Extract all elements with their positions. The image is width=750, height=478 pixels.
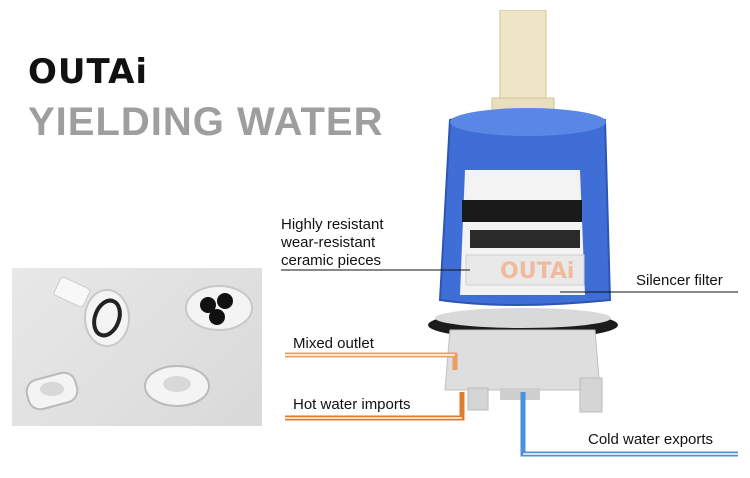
- brand-logo: OUTAi: [28, 52, 149, 92]
- label-ceramic-pieces: Highly resistant wear-resistant ceramic …: [281, 216, 384, 269]
- slogan-heading: YIELDING WATER: [28, 100, 384, 144]
- cartridge-part-small-icon: [53, 276, 130, 347]
- watermark-text: OUTAi: [500, 259, 574, 284]
- label-silencer-filter: Silencer filter: [636, 272, 723, 289]
- label-mixed-outlet: Mixed outlet: [293, 335, 374, 352]
- label-hot-water: Hot water imports: [293, 396, 411, 413]
- cartridge-illustration: OUTAi: [428, 10, 618, 413]
- cartridge-part-bottom-icon: [144, 365, 210, 407]
- cartridge-part-ring-icon: [25, 371, 79, 411]
- product-photo: [12, 268, 262, 426]
- label-cold-water: Cold water exports: [588, 431, 714, 448]
- cartridge-part-disc-icon: [185, 285, 253, 331]
